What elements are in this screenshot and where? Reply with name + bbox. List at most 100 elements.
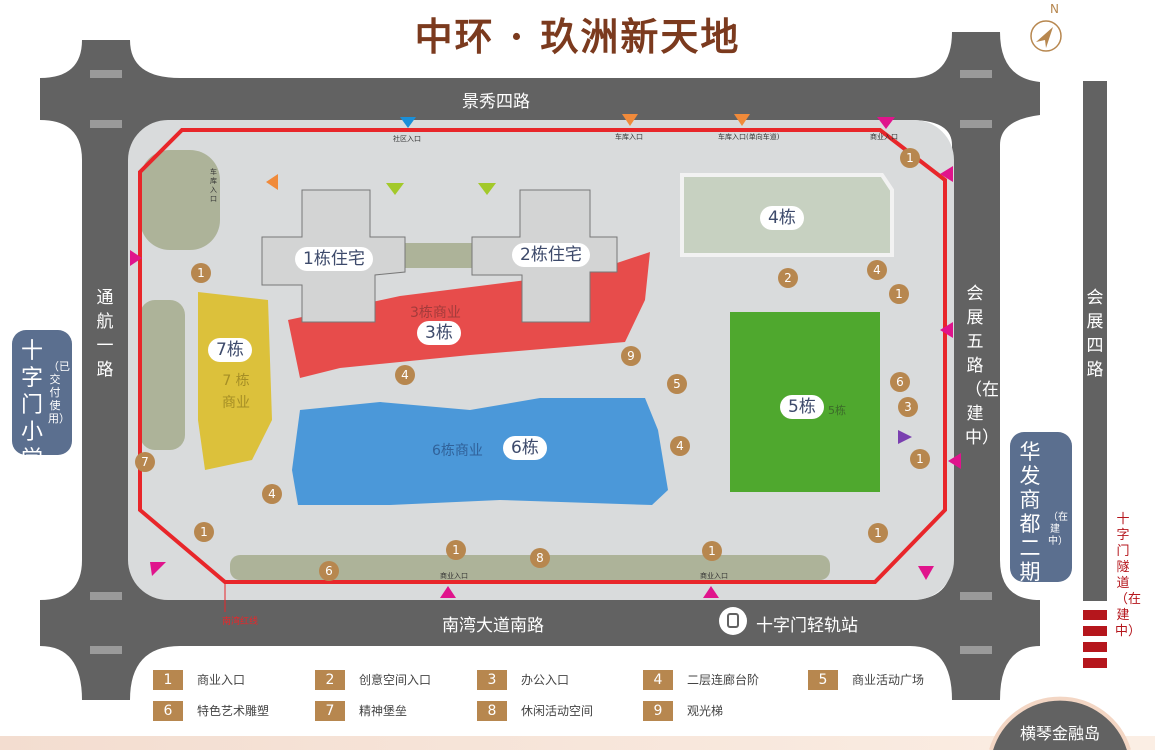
commercial-entrance-label-bottom-1: 商业入口 (440, 572, 468, 580)
marker-commercial-entrance[interactable]: 1 (910, 449, 930, 469)
building-6-label[interactable]: 6栋 (503, 436, 547, 460)
commercial-entrance-marker (877, 117, 895, 129)
road-far-right (1083, 81, 1107, 601)
marker-commercial-plaza[interactable]: 5 (667, 374, 687, 394)
garage-entrance-marker (734, 114, 750, 126)
legend-label: 创意空间入口 (359, 673, 432, 687)
building-7-footprint (198, 292, 272, 470)
garage-entrance-marker (266, 174, 278, 190)
roads (40, 32, 1107, 700)
legend-number: 7 (315, 701, 345, 721)
building-7-label[interactable]: 7栋 (208, 338, 252, 362)
community-entrance-label: 社区入口 (393, 135, 421, 143)
building-5-sublabel: 5栋 (828, 404, 846, 417)
marker-art-sculpture[interactable]: 6 (890, 372, 910, 392)
marker-sightseeing-elevator[interactable]: 9 (621, 346, 641, 366)
marker-commercial-entrance[interactable]: 1 (900, 148, 920, 168)
legend-number: 5 (808, 670, 838, 690)
building-1-label[interactable]: 1栋住宅 (295, 247, 373, 271)
marker-commercial-entrance[interactable]: 1 (702, 541, 722, 561)
legend-label: 观光梯 (687, 704, 724, 718)
legend-label: 商业活动广场 (852, 673, 925, 687)
commercial-entrance-marker (440, 586, 456, 598)
marker-commercial-entrance[interactable]: 1 (191, 263, 211, 283)
commercial-entrance-marker (130, 250, 142, 266)
footer-strip (0, 736, 1155, 750)
commercial-entrance-marker (948, 453, 961, 469)
building-2-label[interactable]: 2栋住宅 (512, 243, 590, 267)
marker-corridor-stairs[interactable]: 4 (867, 260, 887, 280)
page-title: 中环 · 玖洲新天地 (414, 14, 741, 59)
marker-corridor-stairs[interactable]: 4 (670, 436, 690, 456)
building-7-sublabel: 7 栋 商业 (222, 373, 250, 411)
legend-number: 9 (643, 701, 673, 721)
building-5-label[interactable]: 5栋 (780, 395, 824, 419)
legend-label: 商业入口 (197, 673, 246, 687)
marker-commercial-entrance[interactable]: 1 (446, 540, 466, 560)
commercial-entrance-marker (940, 166, 953, 182)
marker-art-sculpture[interactable]: 6 (319, 561, 339, 581)
crosswalks (90, 70, 992, 654)
legend-item: 4 二层连廊台阶 (643, 670, 759, 690)
legend-number: 1 (153, 670, 183, 690)
commercial-entrance-label-top: 商业入口 (870, 133, 898, 141)
residential-entrance-marker (386, 183, 404, 195)
school-note: （已交付使用） (48, 360, 70, 425)
marker-creative-space-entrance[interactable]: 2 (778, 268, 798, 288)
road-label-top: 景秀四路 (462, 92, 530, 112)
building-6-footprint (292, 398, 668, 505)
legend-label: 精神堡垒 (359, 704, 408, 718)
red-line-label: 南湾红线 (222, 617, 259, 627)
commercial-entrance-marker (703, 586, 719, 598)
greenery (140, 150, 830, 580)
commercial-entrance-marker (150, 562, 166, 576)
legend-item: 8 休闲活动空间 (477, 701, 593, 721)
red-boundary-line (138, 128, 947, 584)
legend-number: 6 (153, 701, 183, 721)
residential-entrance-marker (478, 183, 496, 195)
building-3-label[interactable]: 3栋 (417, 321, 461, 345)
north-arrow-icon (1030, 20, 1062, 52)
legend-number: 4 (643, 670, 673, 690)
marker-corridor-stairs[interactable]: 4 (262, 484, 282, 504)
road-label-right: 会展五路（在建中） (965, 284, 999, 448)
legend-item: 6 特色艺术雕塑 (153, 701, 269, 721)
garage-entrance-label-left: 车库入口 (210, 168, 217, 203)
road-label-far-right: 会展四路 (1086, 288, 1104, 380)
marker-commercial-entrance[interactable]: 1 (194, 522, 214, 542)
legend-number: 8 (477, 701, 507, 721)
marker-office-entrance[interactable]: 3 (898, 397, 918, 417)
building-3-sublabel: 3栋商业 (410, 305, 461, 321)
marker-commercial-entrance[interactable]: 1 (889, 284, 909, 304)
legend-label: 休闲活动空间 (521, 704, 594, 718)
road-label-left: 通航一路 (96, 288, 114, 380)
legend-item: 9 观光梯 (643, 701, 723, 721)
school-box: 十字门小学 （已交付使用） (12, 330, 72, 472)
marker-corridor-stairs[interactable]: 4 (395, 365, 415, 385)
road-top (40, 78, 1010, 120)
legend-label: 二层连廊台阶 (687, 673, 760, 687)
tunnel-label: 十字门隧道（在建中） (1115, 512, 1142, 639)
road-bottom (40, 600, 1020, 646)
garage-oneway-entrance-label: 车库入口(单向车道) (718, 133, 780, 141)
community-entrance-marker (400, 117, 416, 128)
north-label: N (1050, 2, 1059, 16)
huafa-note: （在建中） (1048, 512, 1068, 547)
garage-entrance-label: 车库入口 (615, 133, 643, 141)
commercial-entrance-label-bottom-2: 商业入口 (700, 572, 728, 580)
legend-number: 2 (315, 670, 345, 690)
commercial-entrance-marker (918, 566, 934, 580)
road-label-bottom: 南湾大道南路 (442, 616, 544, 636)
legend-item: 7 精神堡垒 (315, 701, 407, 721)
legend-label: 特色艺术雕塑 (197, 704, 270, 718)
huafa-name: 华发商都二期 (1019, 440, 1041, 584)
legend-item: 5 商业活动广场 (808, 670, 924, 690)
marker-commercial-entrance[interactable]: 1 (868, 523, 888, 543)
marker-leisure-space[interactable]: 8 (530, 548, 550, 568)
marker-spirit-fortress[interactable]: 7 (135, 452, 155, 472)
building-4-label[interactable]: 4栋 (760, 206, 804, 230)
island-circle-rim (989, 696, 1131, 750)
building-6-sublabel: 6栋商业 (432, 443, 483, 459)
